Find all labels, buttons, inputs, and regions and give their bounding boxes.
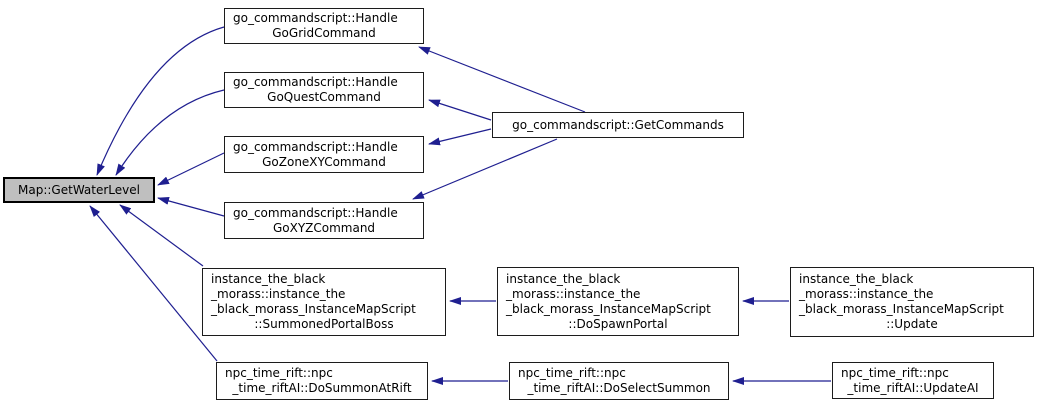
- node-label: GoGridCommand: [272, 26, 376, 40]
- node-dosummonatrift[interactable]: npc_time_rift::npc _time_riftAI::DoSummo…: [216, 362, 428, 400]
- node-label: _black_morass_InstanceMapScript: [506, 301, 711, 316]
- edge-summonedportalboss-to-getwaterlevel: [119, 204, 204, 267]
- node-label: GoQuestCommand: [267, 90, 381, 104]
- node-label: go_commandscript::Handle: [233, 205, 398, 220]
- node-label: ::DoSpawnPortal: [568, 316, 668, 331]
- edge-getcommands-to-gogrid: [418, 46, 586, 113]
- node-label: npc_time_rift::npc: [518, 366, 626, 380]
- node-label: instance_the_black: [506, 271, 621, 286]
- node-handle-gogridcommand[interactable]: go_commandscript::Handle GoGridCommand: [224, 8, 424, 44]
- node-dospawnportal[interactable]: instance_the_black _morass::instance_the…: [497, 267, 739, 336]
- node-label: _black_morass_InstanceMapScript: [799, 302, 1004, 316]
- node-label: GoXYZCommand: [272, 220, 376, 235]
- node-label: _morass::instance_the: [799, 287, 934, 301]
- node-summonedportalboss[interactable]: instance_the_black _morass::instance_the…: [202, 268, 446, 336]
- node-label: go_commandscript::GetCommands: [512, 117, 724, 132]
- edge-gogrid-to-getwaterlevel: [96, 26, 225, 176]
- node-getcommands[interactable]: go_commandscript::GetCommands: [492, 112, 744, 138]
- node-label: _morass::instance_the: [506, 286, 641, 301]
- node-label: go_commandscript::Handle: [233, 75, 398, 89]
- edge-getcommands-to-gozonexy: [428, 128, 492, 146]
- node-label: instance_the_black: [211, 272, 326, 286]
- edge-goquest-to-getwaterlevel: [115, 89, 225, 176]
- node-label: _morass::instance_the: [211, 287, 346, 301]
- node-label: npc_time_rift::npc: [841, 365, 949, 380]
- node-label: go_commandscript::Handle: [233, 11, 398, 25]
- edge-dosummonatrift-to-getwaterlevel: [89, 205, 218, 362]
- node-label: _time_riftAI::UpdateAI: [847, 380, 979, 395]
- node-label: go_commandscript::Handle: [233, 139, 398, 154]
- edge-getcommands-to-goxyz: [412, 138, 558, 200]
- node-handle-gozonexycommand[interactable]: go_commandscript::Handle GoZoneXYCommand: [224, 136, 424, 173]
- edge-goxyz-to-getwaterlevel: [157, 197, 225, 217]
- node-label: npc_time_rift::npc: [225, 366, 333, 380]
- edge-getcommands-to-goquest: [428, 99, 492, 121]
- node-instance-update[interactable]: instance_the_black _morass::instance_the…: [790, 267, 1034, 337]
- node-updateai[interactable]: npc_time_rift::npc _time_riftAI::UpdateA…: [832, 362, 994, 399]
- node-map-getwaterlevel: Map::GetWaterLevel: [3, 177, 155, 203]
- node-label: ::SummonedPortalBoss: [254, 317, 394, 331]
- node-label: ::Update: [886, 317, 938, 331]
- node-handle-goquestcommand[interactable]: go_commandscript::Handle GoQuestCommand: [224, 72, 424, 108]
- node-label: _time_riftAI::DoSummonAtRift: [232, 381, 412, 395]
- node-label: _time_riftAI::DoSelectSummon: [527, 381, 711, 395]
- node-label: GoZoneXYCommand: [262, 154, 386, 169]
- node-label: _black_morass_InstanceMapScript: [211, 302, 416, 316]
- edge-gozonexy-to-getwaterlevel: [157, 152, 225, 186]
- node-handle-goxyzcommand[interactable]: go_commandscript::Handle GoXYZCommand: [224, 202, 424, 239]
- node-label: instance_the_black: [799, 272, 914, 286]
- node-label: Map::GetWaterLevel: [18, 182, 140, 197]
- node-doselectsummon[interactable]: npc_time_rift::npc _time_riftAI::DoSelec…: [509, 362, 729, 400]
